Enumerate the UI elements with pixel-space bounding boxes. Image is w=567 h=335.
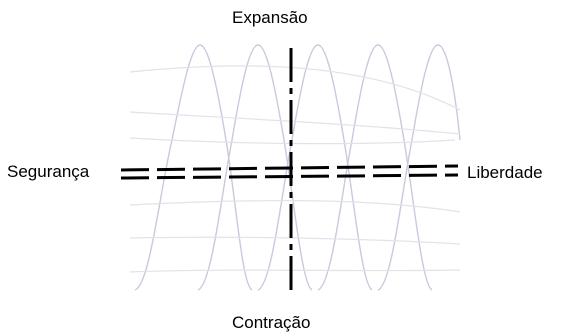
spiral-strand-1 <box>129 65 461 111</box>
horizontal-axis-upper <box>120 164 459 172</box>
horizontal-axis-lower <box>120 173 459 180</box>
spiral-strand-4 <box>129 199 461 213</box>
spiral-wave-3 <box>257 44 373 291</box>
spiral-wave-4 <box>317 44 433 291</box>
spiral-strand-6 <box>129 269 461 273</box>
spiral-strand-group <box>129 65 461 273</box>
label-security: Segurança <box>7 162 90 181</box>
spiral-wave-1 <box>134 44 253 291</box>
label-expansion: Expansão <box>232 8 308 27</box>
spiral-strand-2 <box>129 111 461 135</box>
spiral-strand-3 <box>129 137 456 145</box>
spiral-strand-5 <box>129 236 461 245</box>
label-freedom: Liberdade <box>467 163 543 182</box>
spiral-wave-2 <box>197 44 313 291</box>
label-contraction: Contração <box>232 313 311 332</box>
